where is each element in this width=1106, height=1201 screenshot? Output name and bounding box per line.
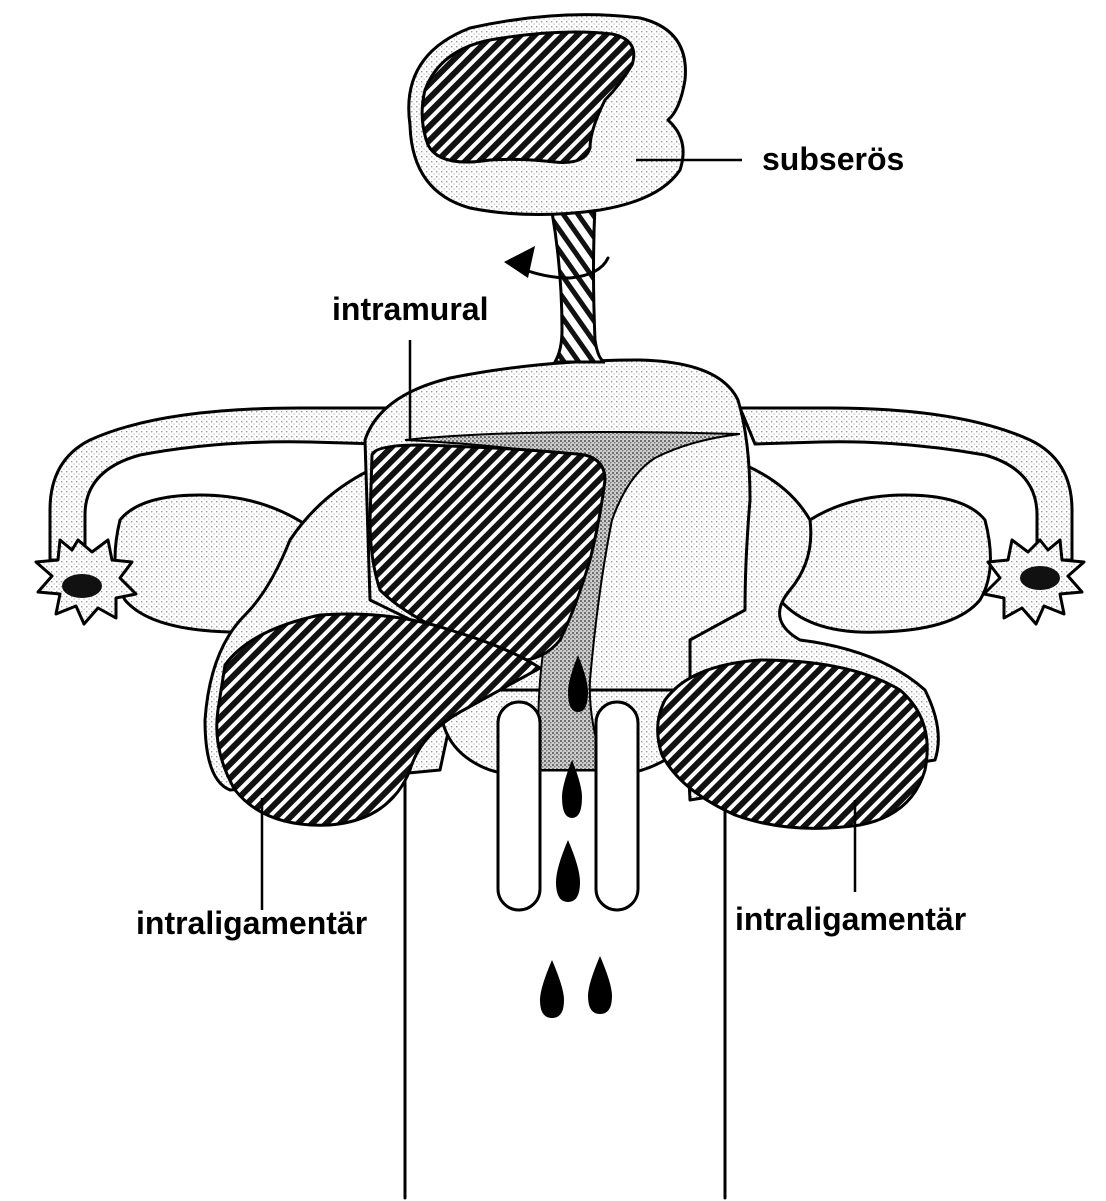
label-right-intraligamentary: intraligamentär (735, 901, 966, 937)
label-left-intraligamentary: intraligamentär (136, 905, 367, 941)
blood-drop (540, 960, 564, 1018)
right-fimbria-opening (1020, 566, 1060, 590)
pedicle (552, 205, 605, 362)
label-intramural: intramural (332, 291, 488, 327)
blood-drop (588, 956, 612, 1014)
right-intraligamentary-fibroid (658, 660, 928, 828)
blood-drop (556, 840, 580, 902)
label-subserous: subserös (762, 141, 904, 177)
right-cervical-capsule (596, 702, 638, 910)
left-fimbria-opening (62, 574, 102, 598)
left-cervical-capsule (498, 702, 540, 910)
